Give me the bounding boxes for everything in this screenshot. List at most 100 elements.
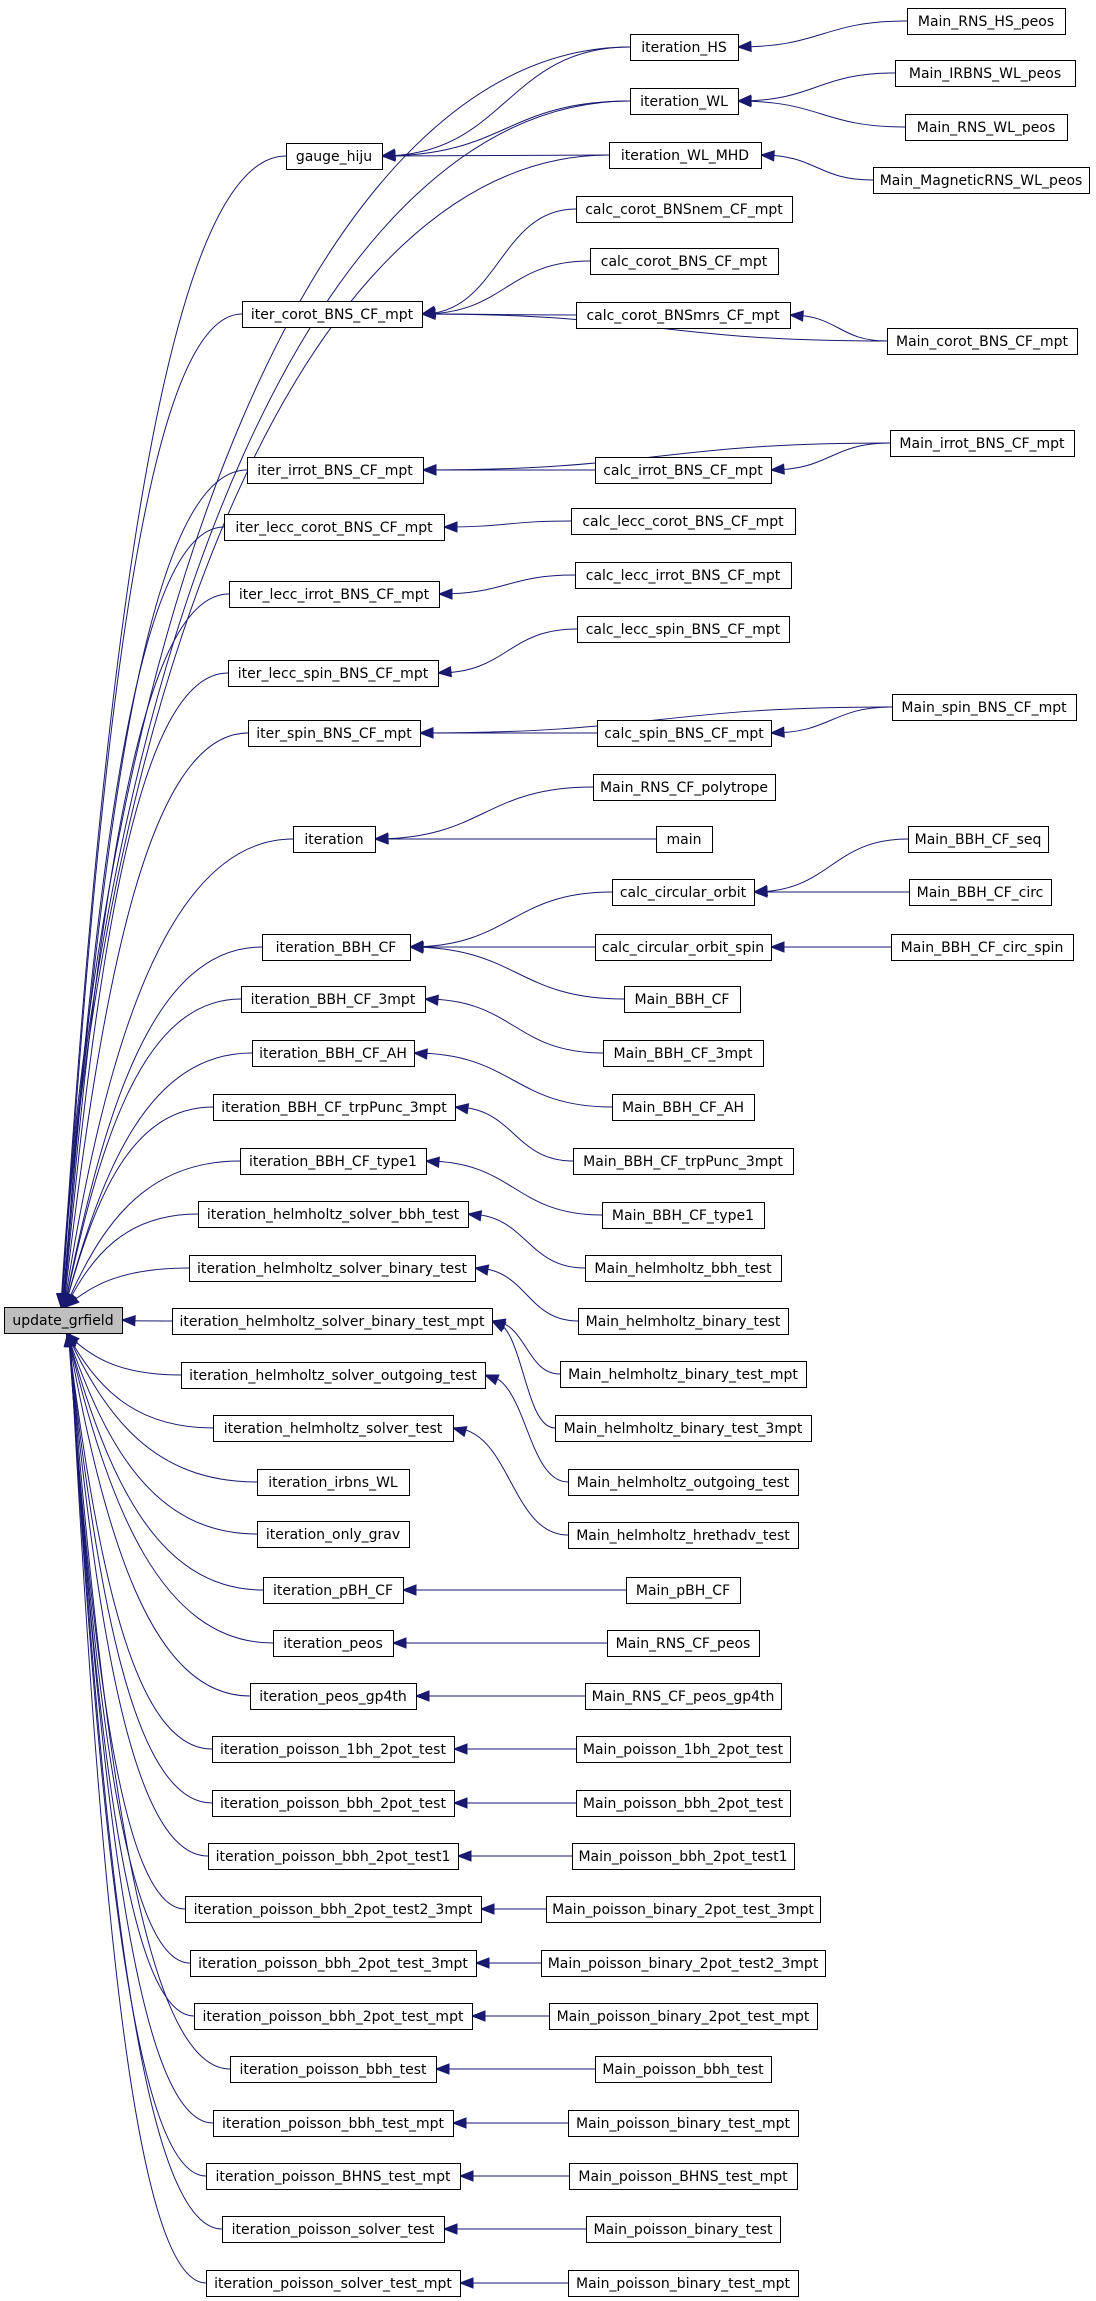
node-Main_poisson_BHNS_test_mpt[interactable]: Main_poisson_BHNS_test_mpt [569, 2163, 798, 2190]
node-Main_poisson_binary_2pot_test_3mpt[interactable]: Main_poisson_binary_2pot_test_3mpt [546, 1896, 821, 1923]
node-Main_poisson_binary_2pot_test_mpt[interactable]: Main_poisson_binary_2pot_test_mpt [549, 2003, 818, 2030]
node-box-Main_helmholtz_binary_test [578, 1308, 789, 1335]
node-iter_spin_BNS_CF_mpt[interactable]: iter_spin_BNS_CF_mpt [248, 720, 421, 747]
node-Main_helmholtz_hrethadv_test[interactable]: Main_helmholtz_hrethadv_test [568, 1522, 799, 1549]
node-Main_RNS_WL_peos[interactable]: Main_RNS_WL_peos [905, 114, 1068, 141]
node-iter_irrot_BNS_CF_mpt[interactable]: iter_irrot_BNS_CF_mpt [247, 457, 424, 484]
node-Main_BBH_CF_type1[interactable]: Main_BBH_CF_type1 [602, 1202, 765, 1229]
node-Main_helmholtz_binary_test_3mpt[interactable]: Main_helmholtz_binary_test_3mpt [555, 1415, 812, 1442]
node-calc_circular_orbit[interactable]: calc_circular_orbit [612, 879, 755, 906]
node-iter_lecc_irrot_BNS_CF_mpt[interactable]: iter_lecc_irrot_BNS_CF_mpt [229, 581, 440, 608]
node-label-Main_BBH_CF_type1: Main_BBH_CF_type1 [612, 1208, 754, 1224]
node-box-Main_spin_BNS_CF_mpt [892, 694, 1077, 721]
node-iteration_poisson_1bh_2pot_test[interactable]: iteration_poisson_1bh_2pot_test [212, 1736, 455, 1763]
node-label-Main_BBH_CF_trpPunc_3mpt: Main_BBH_CF_trpPunc_3mpt [583, 1154, 783, 1170]
edge-iteration_HS-to-gauge_hiju [381, 46, 631, 157]
node-calc_irrot_BNS_CF_mpt[interactable]: calc_irrot_BNS_CF_mpt [595, 457, 772, 484]
node-iteration_helmholtz_solver_binary_test[interactable]: iteration_helmholtz_solver_binary_test [189, 1255, 476, 1282]
node-iteration_irbns_WL[interactable]: iteration_irbns_WL [257, 1469, 410, 1496]
node-Main_BBH_CF_circ[interactable]: Main_BBH_CF_circ [909, 879, 1052, 906]
node-gauge_hiju[interactable]: gauge_hiju [286, 143, 383, 170]
node-update_grfield[interactable]: update_grfield [4, 1307, 123, 1334]
node-Main_helmholtz_binary_test[interactable]: Main_helmholtz_binary_test [578, 1308, 789, 1335]
edge-calc_lecc_irrot_BNS_CF_mpt-to-iter_lecc_irrot_BNS_CF_mpt [438, 574, 576, 595]
node-iteration_WL_MHD[interactable]: iteration_WL_MHD [609, 142, 762, 169]
node-iteration_poisson_solver_test_mpt[interactable]: iteration_poisson_solver_test_mpt [206, 2270, 461, 2297]
node-Main_IRBNS_WL_peos[interactable]: Main_IRBNS_WL_peos [895, 60, 1076, 87]
node-Main_poisson_binary_test_mpt_b[interactable]: Main_poisson_binary_test_mpt [568, 2270, 799, 2297]
node-Main_poisson_binary_test[interactable]: Main_poisson_binary_test [586, 2216, 781, 2243]
node-box-Main_poisson_binary_test_mpt [568, 2110, 799, 2137]
node-iteration_HS[interactable]: iteration_HS [630, 34, 739, 61]
node-Main_RNS_CF_peos_gp4th[interactable]: Main_RNS_CF_peos_gp4th [585, 1683, 782, 1710]
node-Main_BBH_CF_AH[interactable]: Main_BBH_CF_AH [612, 1094, 755, 1121]
node-calc_lecc_irrot_BNS_CF_mpt[interactable]: calc_lecc_irrot_BNS_CF_mpt [575, 562, 792, 589]
node-iteration_BBH_CF[interactable]: iteration_BBH_CF [262, 934, 411, 961]
node-Main_poisson_binary_2pot_test2_3mpt[interactable]: Main_poisson_binary_2pot_test2_3mpt [541, 1950, 826, 1977]
node-Main_helmholtz_outgoing_test[interactable]: Main_helmholtz_outgoing_test [568, 1469, 799, 1496]
node-iteration_helmholtz_solver_test[interactable]: iteration_helmholtz_solver_test [213, 1415, 454, 1442]
node-calc_lecc_corot_BNS_CF_mpt[interactable]: calc_lecc_corot_BNS_CF_mpt [571, 508, 796, 535]
node-iteration_BBH_CF_3mpt[interactable]: iteration_BBH_CF_3mpt [241, 986, 426, 1013]
node-box-iter_irrot_BNS_CF_mpt [247, 457, 424, 484]
arrowhead-Main_BBH_CF_type1-to-iteration_BBH_CF_type1 [424, 1156, 440, 1168]
node-Main_helmholtz_binary_test_mpt[interactable]: Main_helmholtz_binary_test_mpt [560, 1361, 807, 1388]
node-label-Main_helmholtz_binary_test_mpt: Main_helmholtz_binary_test_mpt [568, 1367, 798, 1383]
node-iteration_poisson_bbh_2pot_test_3mpt[interactable]: iteration_poisson_bbh_2pot_test_3mpt [190, 1950, 477, 1977]
node-iteration_pBH_CF[interactable]: iteration_pBH_CF [263, 1577, 404, 1604]
node-Main_pBH_CF[interactable]: Main_pBH_CF [626, 1577, 741, 1604]
node-Main_BBH_CF[interactable]: Main_BBH_CF [624, 986, 741, 1013]
node-iteration_BBH_CF_trpPunc_3mpt[interactable]: iteration_BBH_CF_trpPunc_3mpt [213, 1094, 456, 1121]
node-Main_RNS_CF_polytrope[interactable]: Main_RNS_CF_polytrope [593, 774, 776, 801]
node-iteration_helmholtz_solver_binary_test_mpt[interactable]: iteration_helmholtz_solver_binary_test_m… [172, 1308, 493, 1335]
node-box-Main_corot_BNS_CF_mpt [887, 328, 1078, 355]
node-Main_BBH_CF_circ_spin[interactable]: Main_BBH_CF_circ_spin [891, 934, 1074, 961]
node-box-calc_circular_orbit_spin [595, 934, 772, 961]
node-iteration_poisson_bbh_2pot_test2_3mpt[interactable]: iteration_poisson_bbh_2pot_test2_3mpt [185, 1896, 482, 1923]
node-Main_helmholtz_bbh_test[interactable]: Main_helmholtz_bbh_test [585, 1255, 782, 1282]
node-iteration_WL[interactable]: iteration_WL [630, 88, 739, 115]
node-iteration_peos[interactable]: iteration_peos [273, 1630, 394, 1657]
node-label-Main_poisson_1bh_2pot_test: Main_poisson_1bh_2pot_test [583, 1742, 784, 1758]
node-Main_poisson_bbh_2pot_test[interactable]: Main_poisson_bbh_2pot_test [576, 1790, 791, 1817]
node-Main_BBH_CF_seq[interactable]: Main_BBH_CF_seq [908, 826, 1049, 853]
node-Main_BBH_CF_trpPunc_3mpt[interactable]: Main_BBH_CF_trpPunc_3mpt [573, 1148, 794, 1175]
node-Main_poisson_1bh_2pot_test[interactable]: Main_poisson_1bh_2pot_test [576, 1736, 791, 1763]
node-Main_MagneticRNS_WL_peos[interactable]: Main_MagneticRNS_WL_peos [873, 167, 1090, 194]
node-Main_BBH_CF_3mpt[interactable]: Main_BBH_CF_3mpt [603, 1040, 764, 1067]
node-calc_circular_orbit_spin[interactable]: calc_circular_orbit_spin [595, 934, 772, 961]
node-iteration_only_grav[interactable]: iteration_only_grav [257, 1521, 410, 1548]
node-Main_poisson_binary_test_mpt[interactable]: Main_poisson_binary_test_mpt [568, 2110, 799, 2137]
node-Main_corot_BNS_CF_mpt[interactable]: Main_corot_BNS_CF_mpt [887, 328, 1078, 355]
node-iteration_poisson_BHNS_test_mpt[interactable]: iteration_poisson_BHNS_test_mpt [206, 2163, 461, 2190]
node-iteration_poisson_bbh_2pot_test1[interactable]: iteration_poisson_bbh_2pot_test1 [208, 1843, 459, 1870]
node-iteration_poisson_bbh_test[interactable]: iteration_poisson_bbh_test [230, 2056, 437, 2083]
node-iteration[interactable]: iteration [293, 826, 376, 853]
node-calc_corot_BNS_CF_mpt[interactable]: calc_corot_BNS_CF_mpt [590, 248, 779, 275]
node-iteration_BBH_CF_AH[interactable]: iteration_BBH_CF_AH [252, 1040, 415, 1067]
node-Main_RNS_CF_peos[interactable]: Main_RNS_CF_peos [607, 1630, 760, 1657]
node-calc_spin_BNS_CF_mpt[interactable]: calc_spin_BNS_CF_mpt [597, 720, 772, 747]
node-label-Main_poisson_binary_test: Main_poisson_binary_test [594, 2222, 773, 2238]
node-Main_poisson_bbh_test[interactable]: Main_poisson_bbh_test [595, 2056, 772, 2083]
node-Main_irrot_BNS_CF_mpt[interactable]: Main_irrot_BNS_CF_mpt [890, 430, 1075, 457]
node-Main_spin_BNS_CF_mpt[interactable]: Main_spin_BNS_CF_mpt [892, 694, 1077, 721]
node-iteration_poisson_solver_test[interactable]: iteration_poisson_solver_test [222, 2216, 445, 2243]
node-iteration_helmholtz_solver_bbh_test[interactable]: iteration_helmholtz_solver_bbh_test [198, 1201, 469, 1228]
node-calc_corot_BNSmrs_CF_mpt[interactable]: calc_corot_BNSmrs_CF_mpt [576, 302, 791, 329]
node-iteration_BBH_CF_type1[interactable]: iteration_BBH_CF_type1 [240, 1148, 427, 1175]
node-iter_lecc_corot_BNS_CF_mpt[interactable]: iter_lecc_corot_BNS_CF_mpt [224, 514, 445, 541]
node-main[interactable]: main [656, 826, 713, 853]
node-calc_corot_BNSnem_CF_mpt[interactable]: calc_corot_BNSnem_CF_mpt [576, 196, 793, 223]
node-Main_RNS_HS_peos[interactable]: Main_RNS_HS_peos [907, 8, 1066, 35]
node-Main_poisson_bbh_2pot_test1[interactable]: Main_poisson_bbh_2pot_test1 [572, 1843, 795, 1870]
node-iteration_poisson_bbh_2pot_test[interactable]: iteration_poisson_bbh_2pot_test [212, 1790, 455, 1817]
node-iteration_helmholtz_solver_outgoing_test[interactable]: iteration_helmholtz_solver_outgoing_test [181, 1362, 486, 1389]
node-iteration_peos_gp4th[interactable]: iteration_peos_gp4th [250, 1683, 417, 1710]
node-iteration_poisson_bbh_test_mpt[interactable]: iteration_poisson_bbh_test_mpt [213, 2110, 454, 2137]
edge-iter_spin_BNS_CF_mpt-to-update_grfield [63, 732, 249, 1308]
node-iter_lecc_spin_BNS_CF_mpt[interactable]: iter_lecc_spin_BNS_CF_mpt [228, 660, 439, 687]
node-iter_corot_BNS_CF_mpt[interactable]: iter_corot_BNS_CF_mpt [242, 301, 423, 328]
node-calc_lecc_spin_BNS_CF_mpt[interactable]: calc_lecc_spin_BNS_CF_mpt [577, 616, 790, 643]
node-iteration_poisson_bbh_2pot_test_mpt[interactable]: iteration_poisson_bbh_2pot_test_mpt [194, 2003, 473, 2030]
